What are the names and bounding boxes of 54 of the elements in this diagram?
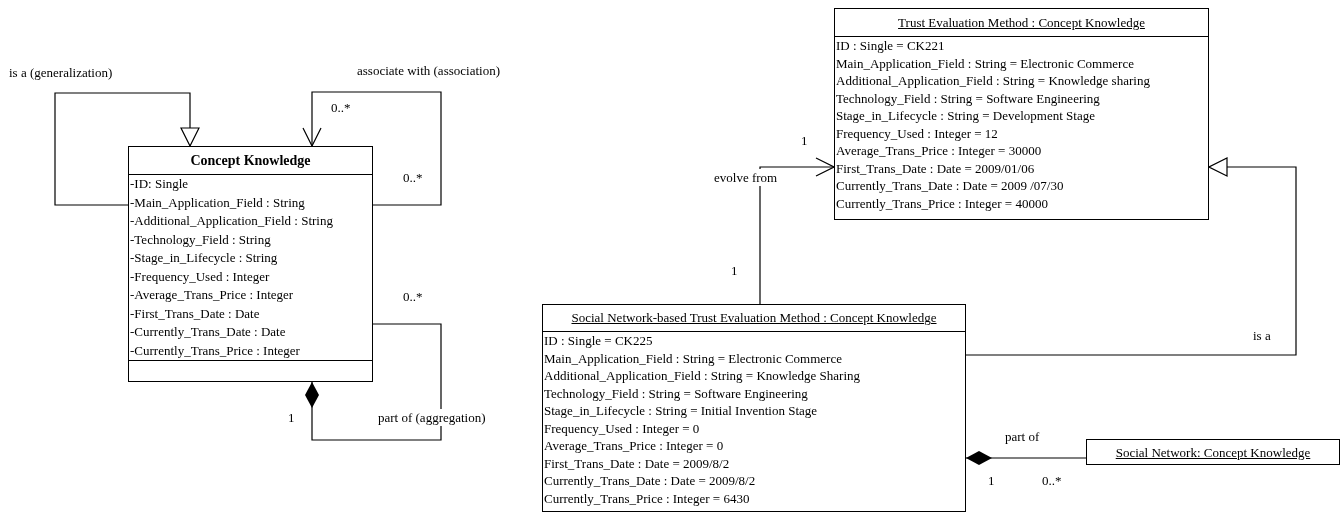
- attribute-text: Technology_Field : String = Software Engineering: [543, 384, 809, 402]
- class-name: Social Network-based Trust Evaluation Method : Concept Knowledge: [570, 309, 938, 328]
- attribute-text: Technology_Field : String = Software Engineering: [835, 89, 1101, 107]
- arrow: [302, 91, 442, 206]
- arrow: [759, 157, 835, 305]
- class-name: Concept Knowledge: [189, 152, 312, 170]
- attribute-text: Additional_Application_Field : String = Knowledge sharing: [835, 72, 1151, 90]
- attribute-text: ID : Single = CK221: [835, 37, 946, 55]
- multiplicity-label: 1: [988, 472, 995, 489]
- class-name: Social Network: Concept Knowledge: [1114, 443, 1312, 462]
- attribute-text: Stage_in_Lifecycle : String = Development Stage: [835, 107, 1096, 125]
- attribute-text: -First_Trans_Date : Date: [129, 304, 261, 323]
- class-box: [542, 304, 966, 512]
- multiplicity-label: 1: [731, 262, 738, 279]
- attribute-text: -Technology_Field : String: [129, 230, 272, 249]
- multiplicity-label: 1: [288, 409, 295, 426]
- edge-label: part of (aggregation): [377, 409, 487, 426]
- attribute-text: Stage_in_Lifecycle : String = Initial Invention Stage: [543, 402, 819, 420]
- attribute-text: -Currently_Trans_Price : Integer: [129, 341, 301, 360]
- multiplicity-label: 1: [801, 132, 808, 149]
- attribute-text: -Frequency_Used : Integer: [129, 267, 271, 286]
- attribute-text: Average_Trans_Price : Integer = 30000: [835, 142, 1043, 160]
- attribute-text: First_Trans_Date : Date = 2009/01/06: [835, 159, 1036, 177]
- attribute-text: -Main_Application_Field : String: [129, 193, 306, 212]
- attribute-text: Currently_Trans_Price : Integer = 6430: [543, 489, 751, 507]
- multiplicity-label: 0..*: [1042, 472, 1062, 489]
- attribute-text: First_Trans_Date : Date = 2009/8/2: [543, 454, 731, 472]
- attribute-text: Currently_Trans_Date : Date = 2009/8/2: [543, 472, 757, 490]
- attribute-text: -Currently_Trans_Date : Date: [129, 323, 287, 341]
- arrow: [965, 157, 1297, 356]
- aggregation-line: [965, 451, 1087, 465]
- class-box: [834, 8, 1209, 220]
- edge-label: evolve from: [713, 169, 779, 186]
- attribute-text: -Additional_Application_Field : String: [129, 212, 334, 230]
- aggregation-line: [305, 323, 442, 441]
- attribute-text: Currently_Trans_Price : Integer = 40000: [835, 194, 1049, 212]
- attribute-text: -ID: Single: [129, 175, 190, 193]
- multiplicity-label: 0..*: [331, 99, 351, 116]
- attribute-text: -Stage_in_Lifecycle : String: [129, 249, 279, 267]
- attribute-text: Additional_Application_Field : String = Knowledge Sharing: [543, 367, 862, 385]
- multiplicity-label: 0..*: [403, 169, 423, 186]
- attribute-text: Average_Trans_Price : Integer = 0: [543, 437, 725, 455]
- attribute-text: Frequency_Used : Integer = 12: [835, 124, 999, 142]
- attribute-text: Main_Application_Field : String = Electronic Commerce: [835, 54, 1135, 72]
- class-box: [128, 146, 373, 382]
- attribute-text: -Average_Trans_Price : Integer: [129, 286, 295, 304]
- multiplicity-label: 0..*: [403, 288, 423, 305]
- arrow: [54, 92, 200, 206]
- class-box: [1086, 439, 1340, 465]
- attribute-text: Currently_Trans_Date : Date = 2009 /07/30: [835, 177, 1065, 195]
- class-name: Trust Evaluation Method : Concept Knowledge: [897, 13, 1146, 32]
- attribute-text: Main_Application_Field : String = Electronic Commerce: [543, 349, 843, 367]
- attribute-text: Frequency_Used : Integer = 0: [543, 419, 701, 437]
- attribute-text: ID : Single = CK225: [543, 332, 654, 350]
